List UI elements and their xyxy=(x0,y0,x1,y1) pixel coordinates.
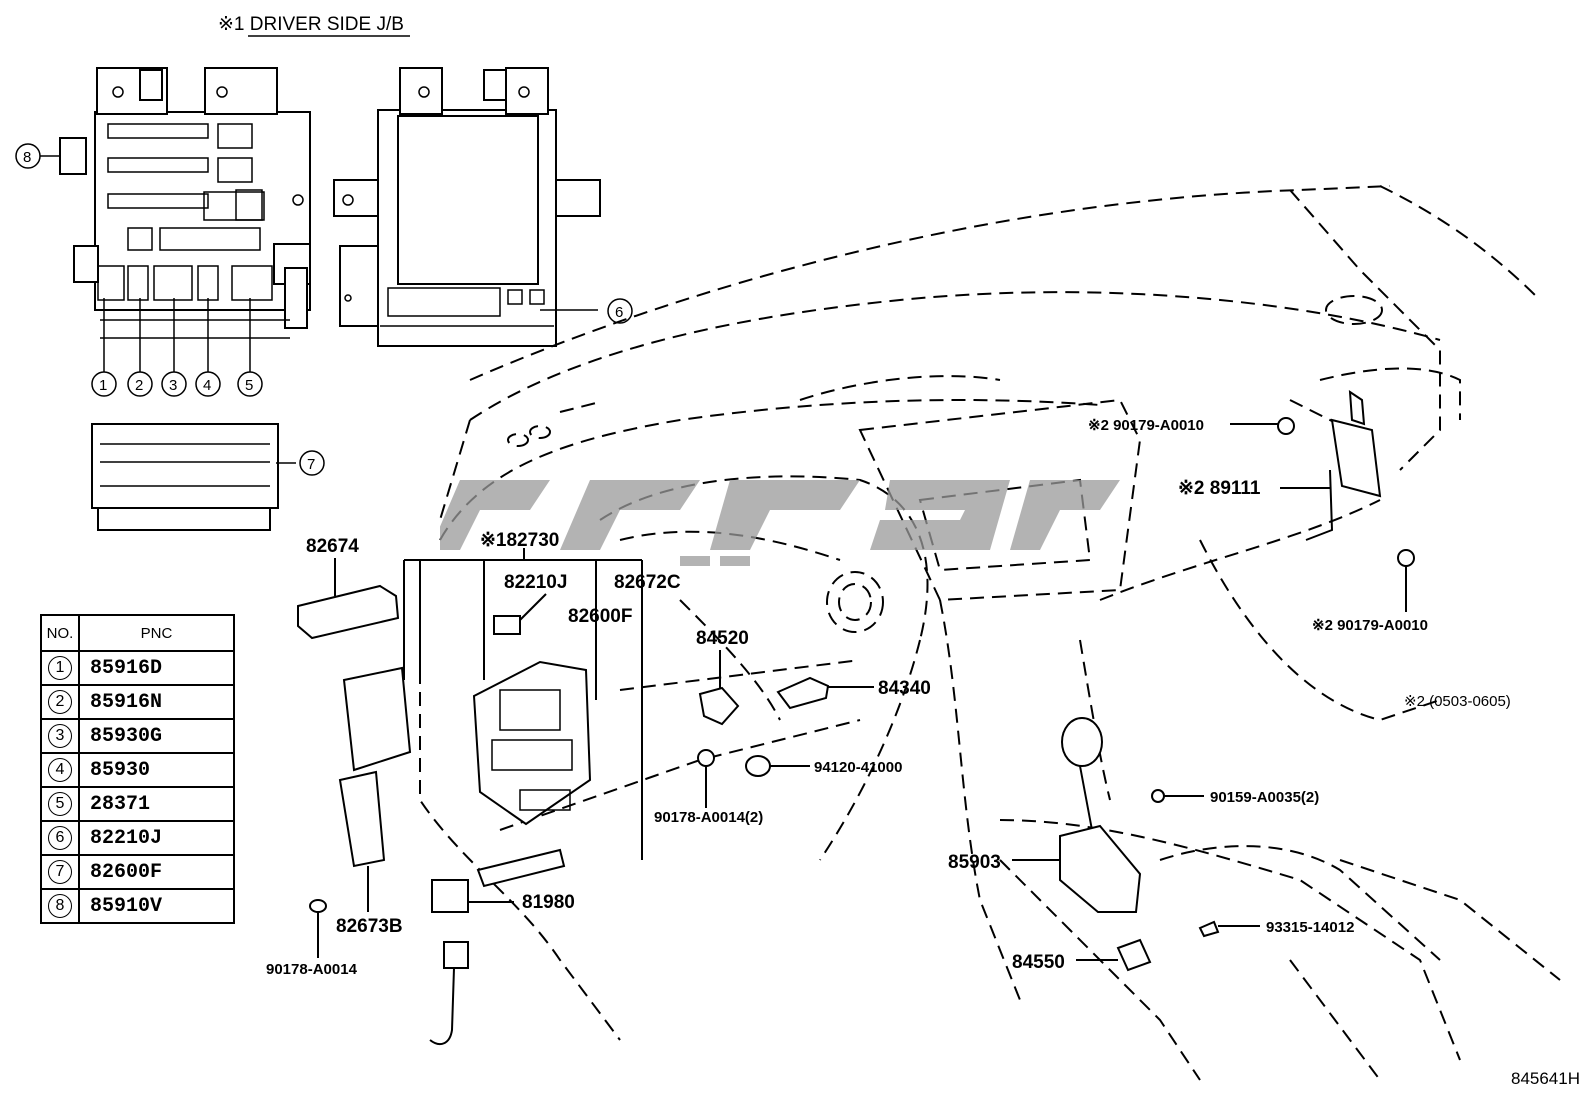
part-82210J-clip xyxy=(493,593,547,635)
row-number: 6 xyxy=(48,826,72,850)
part-82672C-bracket xyxy=(476,848,566,888)
row-pnc: 85916D xyxy=(78,650,235,686)
row-number: 2 xyxy=(48,690,72,714)
part-90178-clip xyxy=(309,899,327,958)
callout-1: 1 xyxy=(91,371,117,397)
label-90178-2: 90178-A0014(2) xyxy=(654,809,763,826)
row-pnc: 82600F xyxy=(78,854,235,890)
svg-text:4: 4 xyxy=(203,377,211,394)
row-pnc: 85930G xyxy=(78,718,235,754)
part-90178-2-nut xyxy=(697,749,715,808)
callout-2: 2 xyxy=(127,371,153,397)
callout-7: 7 xyxy=(299,450,325,476)
label-89111: ※2 89111 xyxy=(1178,478,1261,499)
callout-5: 5 xyxy=(237,371,263,397)
label-93315: 93315-14012 xyxy=(1266,919,1354,936)
row-number: 1 xyxy=(48,656,72,680)
label-94120: 94120-41000 xyxy=(814,759,902,776)
part-89111-receiver xyxy=(1280,390,1382,541)
part-shift-knob xyxy=(1061,717,1103,831)
callout-6: 6 xyxy=(607,298,633,324)
part-ecu-plate xyxy=(342,666,412,772)
row-pnc: 82210J xyxy=(78,820,235,856)
part-84520-switch xyxy=(698,650,740,726)
row-number: 3 xyxy=(48,724,72,748)
svg-text:1: 1 xyxy=(99,377,107,394)
part-82673B-bracket xyxy=(338,770,386,912)
label-82730: ※182730 xyxy=(480,530,559,551)
header-title: ※1 DRIVER SIDE J/B xyxy=(218,14,404,35)
label-84550: 84550 xyxy=(1012,952,1065,973)
label-82210J: 82210J xyxy=(504,572,567,593)
label-82600F: 82600F xyxy=(568,606,632,627)
row-number: 5 xyxy=(48,792,72,816)
row-pnc: 85930 xyxy=(78,752,235,788)
svg-text:7: 7 xyxy=(307,456,315,473)
label-82674: 82674 xyxy=(306,536,359,557)
svg-text:3: 3 xyxy=(169,377,177,394)
label-81980: 81980 xyxy=(522,892,575,913)
front-callout-leaders xyxy=(40,155,251,372)
part-85903-bracket xyxy=(1012,824,1142,913)
part-90179-nut-b xyxy=(1397,549,1415,612)
part-93315-screw xyxy=(1198,920,1260,938)
label-note-0503-0605: ※2 (0503-0605) xyxy=(1404,693,1511,710)
part-84340-switch xyxy=(776,676,874,710)
label-90178: 90178-A0014 xyxy=(266,961,358,978)
pnc-table-header: NO. PNC xyxy=(40,614,235,652)
label-82673B: 82673B xyxy=(336,916,403,937)
part-82674-cover xyxy=(297,558,400,640)
part-82730-junction-block xyxy=(472,660,592,826)
svg-text:5: 5 xyxy=(245,377,253,394)
label-90159: 90159-A0035(2) xyxy=(1210,789,1319,806)
svg-text:6: 6 xyxy=(615,304,623,321)
part-90159-bolt xyxy=(1151,789,1204,803)
row-number: 8 xyxy=(48,894,72,918)
connector-block xyxy=(91,423,296,531)
junction-block-front xyxy=(59,67,311,339)
reference-code: 845641H xyxy=(1510,1069,1580,1088)
label-85903: 85903 xyxy=(948,852,1001,873)
row-pnc: 85916N xyxy=(78,684,235,720)
part-90179-nut-a xyxy=(1230,417,1295,435)
callout-4: 4 xyxy=(195,371,221,397)
part-84550-switch xyxy=(1076,938,1152,972)
label-82672C: 82672C xyxy=(614,572,681,593)
row-pnc: 28371 xyxy=(78,786,235,822)
dashboard-outline xyxy=(419,185,1561,1081)
col-no-header: NO. xyxy=(40,614,80,652)
callout-3: 3 xyxy=(161,371,187,397)
label-90179-a: ※2 90179-A0010 xyxy=(1088,417,1204,434)
label-90179-b: ※2 90179-A0010 xyxy=(1312,617,1428,634)
row-pnc: 85910V xyxy=(78,888,235,924)
label-84520: 84520 xyxy=(696,628,749,649)
svg-text:8: 8 xyxy=(23,149,31,166)
svg-text:2: 2 xyxy=(135,377,143,394)
label-84340: 84340 xyxy=(878,678,931,699)
row-number: 4 xyxy=(48,758,72,782)
part-81980-relay xyxy=(429,879,514,1046)
row-number: 7 xyxy=(48,860,72,884)
junction-block-side xyxy=(292,67,601,347)
col-pnc-header: PNC xyxy=(78,614,235,652)
group-bracket-82730 xyxy=(403,548,643,860)
callout-8: 8 xyxy=(15,143,41,169)
part-94120-nut xyxy=(745,755,810,777)
